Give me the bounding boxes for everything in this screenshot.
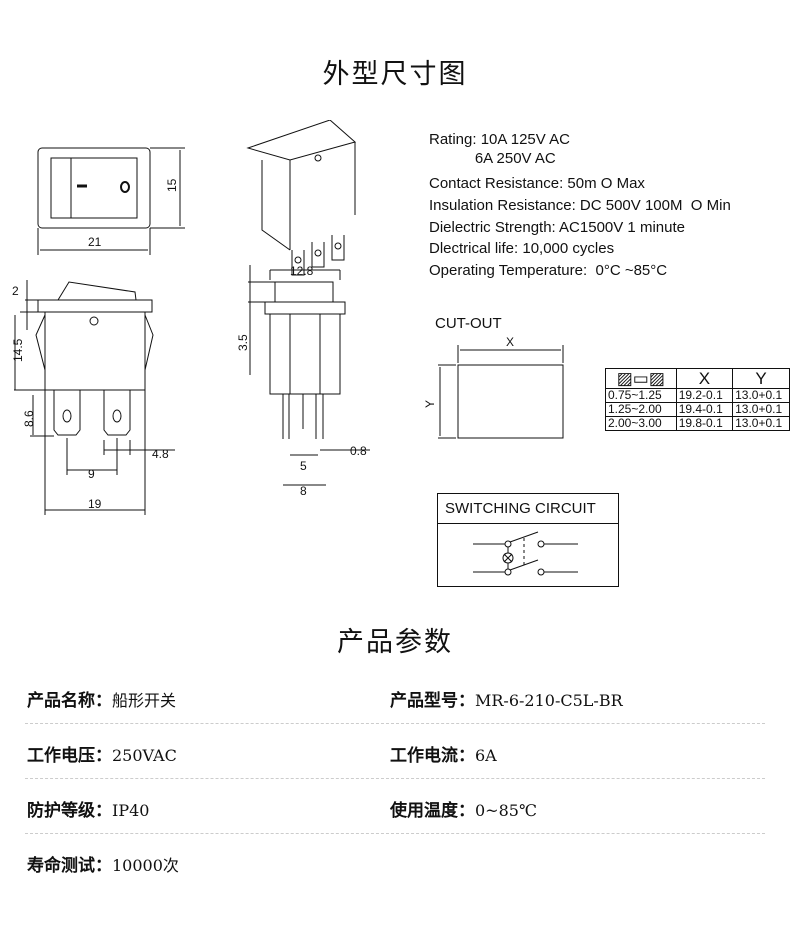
spec-operating-temperature: Operating Temperature: 0°C ~85°C xyxy=(429,262,668,279)
cell: 1.25~2.00 xyxy=(605,402,677,417)
end-view: 12.8 3.5 0.8 5 8 xyxy=(236,264,370,498)
param-value: 10000次 xyxy=(112,856,179,875)
dim-19: 19 xyxy=(88,497,102,511)
param-label: 产品名称： xyxy=(27,691,112,711)
spec-electrical-life: Dlectrical life: 10,000 cycles xyxy=(429,240,615,257)
param-value: IP40 xyxy=(112,801,150,820)
param-label: 产品型号： xyxy=(390,691,475,711)
switching-circuit-box: SWITCHING CIRCUIT xyxy=(437,493,619,587)
side-view: 2 14.5 8.6 4.8 9 19 xyxy=(11,280,175,515)
cell: 13.0+0.1 xyxy=(732,388,790,403)
param-temperature: 使用温度：0~85℃ xyxy=(390,796,537,821)
param-label: 防护等级： xyxy=(27,801,112,821)
param-name: 产品名称：船形开关 xyxy=(27,686,176,711)
cell: 19.2-0.1 xyxy=(675,388,734,403)
param-value: 6A xyxy=(475,746,497,765)
dim-2: 2 xyxy=(12,284,19,298)
dimension-drawing-title: 外型尺寸图 xyxy=(322,59,468,90)
dim-14-5: 14.5 xyxy=(11,338,25,362)
cutout-label: CUT-OUT xyxy=(435,315,502,332)
dim-12-8: 12.8 xyxy=(290,264,314,278)
param-value: 船形开关 xyxy=(112,691,177,710)
cell: 19.8-0.1 xyxy=(675,416,734,431)
dim-4-8: 4.8 xyxy=(152,447,169,461)
dim-0-8: 0.8 xyxy=(350,444,367,458)
param-value: 0~85℃ xyxy=(475,801,537,820)
param-label: 工作电流： xyxy=(390,746,475,766)
cutout-y-label: Y xyxy=(423,400,437,408)
spec-dielectric-strength: Dielectric Strength: AC1500V 1 minute xyxy=(429,219,685,236)
dim-21: 21 xyxy=(88,235,102,249)
param-label: 寿命测试： xyxy=(27,856,112,876)
param-label: 使用温度： xyxy=(390,801,475,821)
divider xyxy=(25,833,765,834)
col-y: Y xyxy=(732,368,790,389)
dim-3-5: 3.5 xyxy=(236,334,250,351)
spec-rating: Rating: 10A 125V AC xyxy=(429,131,570,148)
dim-15: 15 xyxy=(165,178,179,192)
dimension-drawings: 15 21 2 14.5 8.6 4.8 9 19 12.8 3.5 0.8 5… xyxy=(11,120,370,515)
spec-rating-2: 6A 250V AC xyxy=(429,150,556,167)
dim-9: 9 xyxy=(88,467,95,481)
panel-thickness-icon: ▨▭▨ xyxy=(605,368,677,389)
cell: 13.0+0.1 xyxy=(732,416,790,431)
param-current: 工作电流：6A xyxy=(390,741,497,766)
cell: 19.4-0.1 xyxy=(675,402,734,417)
col-x: X xyxy=(675,368,734,389)
dim-8-6: 8.6 xyxy=(22,410,36,427)
spec-contact-resistance: Contact Resistance: 50m O Max xyxy=(429,175,645,192)
switching-circuit-label: SWITCHING CIRCUIT xyxy=(438,494,618,524)
dim-5: 5 xyxy=(300,459,307,473)
cell: 13.0+0.1 xyxy=(732,402,790,417)
product-params-title: 产品参数 xyxy=(337,627,453,658)
param-life-test: 寿命测试：10000次 xyxy=(27,851,179,876)
param-protection: 防护等级：IP40 xyxy=(27,796,149,821)
param-value: 250VAC xyxy=(112,746,177,765)
param-value: MR-6-210-C5L-BR xyxy=(475,691,623,710)
cutout-x-label: X xyxy=(506,335,514,349)
param-voltage: 工作电压：250VAC xyxy=(27,741,177,766)
spec-insulation-resistance: Insulation Resistance: DC 500V 100M O Mi… xyxy=(429,197,731,214)
cell: 2.00~3.00 xyxy=(605,416,677,431)
cell: 0.75~1.25 xyxy=(605,388,677,403)
isometric-view xyxy=(246,120,357,276)
dim-8: 8 xyxy=(300,484,307,498)
param-label: 工作电压： xyxy=(27,746,112,766)
divider xyxy=(25,778,765,779)
cutout-drawing: X Y xyxy=(423,335,564,439)
param-model: 产品型号：MR-6-210-C5L-BR xyxy=(390,686,623,711)
front-view: 15 21 xyxy=(37,147,185,255)
divider xyxy=(25,723,765,724)
circuit-diagram-icon xyxy=(473,531,578,576)
